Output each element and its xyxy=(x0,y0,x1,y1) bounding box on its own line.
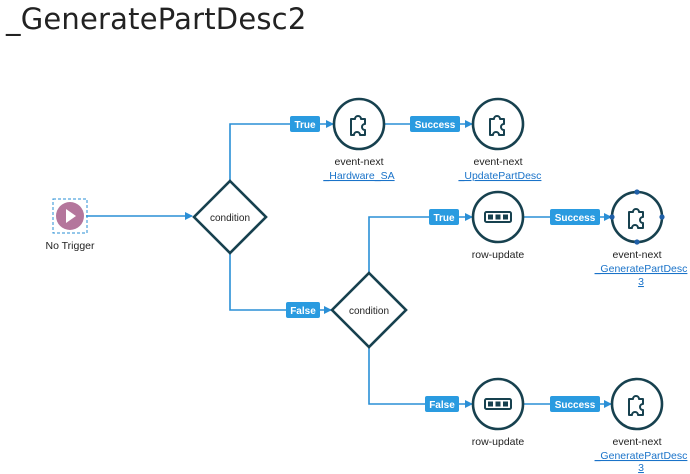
node-5-label: row-update xyxy=(472,436,525,448)
condition-node-2[interactable]: condition xyxy=(330,271,408,349)
node-6-label: event-next xyxy=(612,436,661,448)
event-next-node-generate-2[interactable]: event-next _GeneratePartDesc 3 xyxy=(594,377,688,474)
node-4-link-cont[interactable]: 3 xyxy=(638,276,644,288)
selection-handle[interactable] xyxy=(659,214,665,220)
edge-c2-false xyxy=(368,347,473,408)
trigger-node[interactable]: No Trigger xyxy=(45,198,95,252)
node-3-label: row-update xyxy=(472,249,525,261)
selection-handle[interactable] xyxy=(609,214,615,220)
badge-true-1-label: True xyxy=(294,120,316,131)
row-icon xyxy=(484,398,512,410)
event-next-node-hardware[interactable]: event-next _Hardware_SA xyxy=(322,97,395,182)
condition-2-label: condition xyxy=(349,306,389,317)
selection-handle[interactable] xyxy=(634,189,640,195)
badge-success-2[interactable]: Success xyxy=(550,209,600,225)
puzzle-icon xyxy=(489,115,505,136)
selection-handle[interactable] xyxy=(634,239,640,245)
event-next-node-generate-1[interactable]: event-next _GeneratePartDesc 3 xyxy=(594,189,688,288)
condition-1-label: condition xyxy=(210,213,250,224)
badge-success-1[interactable]: Success xyxy=(410,116,460,132)
node-1-label: event-next xyxy=(334,156,383,168)
play-icon xyxy=(66,209,76,223)
page-title: _GeneratePartDesc2 xyxy=(6,2,307,36)
node-2-link[interactable]: _UpdatePartDesc xyxy=(458,170,542,182)
edge-c1-true xyxy=(229,120,334,181)
badge-success-1-label: Success xyxy=(415,120,456,131)
row-update-node-2[interactable]: row-update xyxy=(471,377,525,448)
badge-success-2-label: Success xyxy=(555,213,596,224)
badge-success-3[interactable]: Success xyxy=(550,396,600,412)
badge-false-1-label: False xyxy=(290,306,316,317)
puzzle-icon xyxy=(350,115,366,136)
node-6-link[interactable]: _GeneratePartDesc xyxy=(594,450,688,462)
trigger-label: No Trigger xyxy=(45,240,95,252)
edge-c2-true xyxy=(368,213,473,273)
event-next-node-update[interactable]: event-next _UpdatePartDesc xyxy=(458,97,542,182)
badge-true-1[interactable]: True xyxy=(290,116,320,132)
badge-false-2[interactable]: False xyxy=(425,396,459,412)
row-update-node-1[interactable]: row-update xyxy=(471,190,525,261)
badge-false-2-label: False xyxy=(429,400,455,411)
row-icon xyxy=(484,211,512,223)
badge-success-3-label: Success xyxy=(555,400,596,411)
node-6-link-cont[interactable]: 3 xyxy=(638,462,644,474)
node-1-link[interactable]: _Hardware_SA xyxy=(322,170,394,182)
edge-c1-false xyxy=(229,253,332,314)
badge-true-2[interactable]: True xyxy=(429,209,459,225)
badge-false-1[interactable]: False xyxy=(286,302,320,318)
condition-node-1[interactable]: condition xyxy=(192,179,268,255)
puzzle-icon xyxy=(628,208,644,229)
badge-true-2-label: True xyxy=(433,213,455,224)
puzzle-icon xyxy=(628,395,644,416)
node-2-label: event-next xyxy=(473,156,522,168)
node-4-label: event-next xyxy=(612,249,661,261)
node-4-link[interactable]: _GeneratePartDesc xyxy=(594,263,688,275)
